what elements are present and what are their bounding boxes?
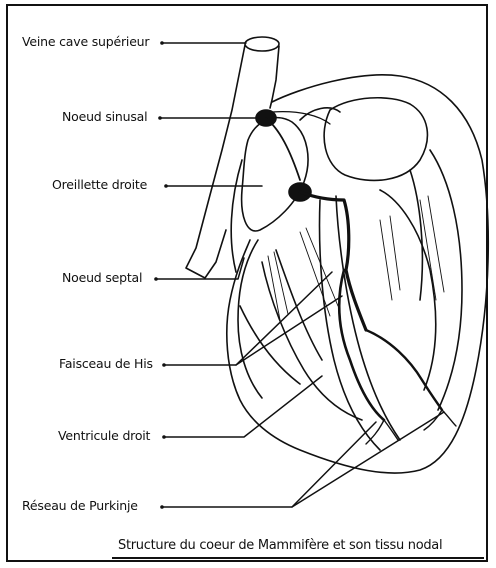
leader-purkinje-b bbox=[292, 412, 444, 507]
superior-vena-cava-shape bbox=[186, 37, 279, 278]
label-septal-node: Noeud septal bbox=[62, 270, 142, 285]
label-purkinje-network: Réseau de Purkinje bbox=[22, 498, 138, 513]
caption-underline bbox=[112, 557, 484, 559]
ventricle-walls bbox=[240, 150, 462, 450]
left-atrium-shape bbox=[300, 98, 427, 181]
label-sinus-node: Noeud sinusal bbox=[62, 109, 147, 124]
label-right-ventricle: Ventricule droit bbox=[58, 428, 150, 443]
label-vena-cava: Veine cave supérieur bbox=[22, 34, 149, 49]
figure-caption: Structure du coeur de Mammifère et son t… bbox=[118, 538, 442, 553]
label-right-atrium: Oreillette droite bbox=[52, 177, 147, 192]
label-bundle-of-his: Faisceau de His bbox=[59, 356, 153, 371]
leader-dots bbox=[154, 41, 168, 509]
heart-outline bbox=[227, 75, 488, 473]
